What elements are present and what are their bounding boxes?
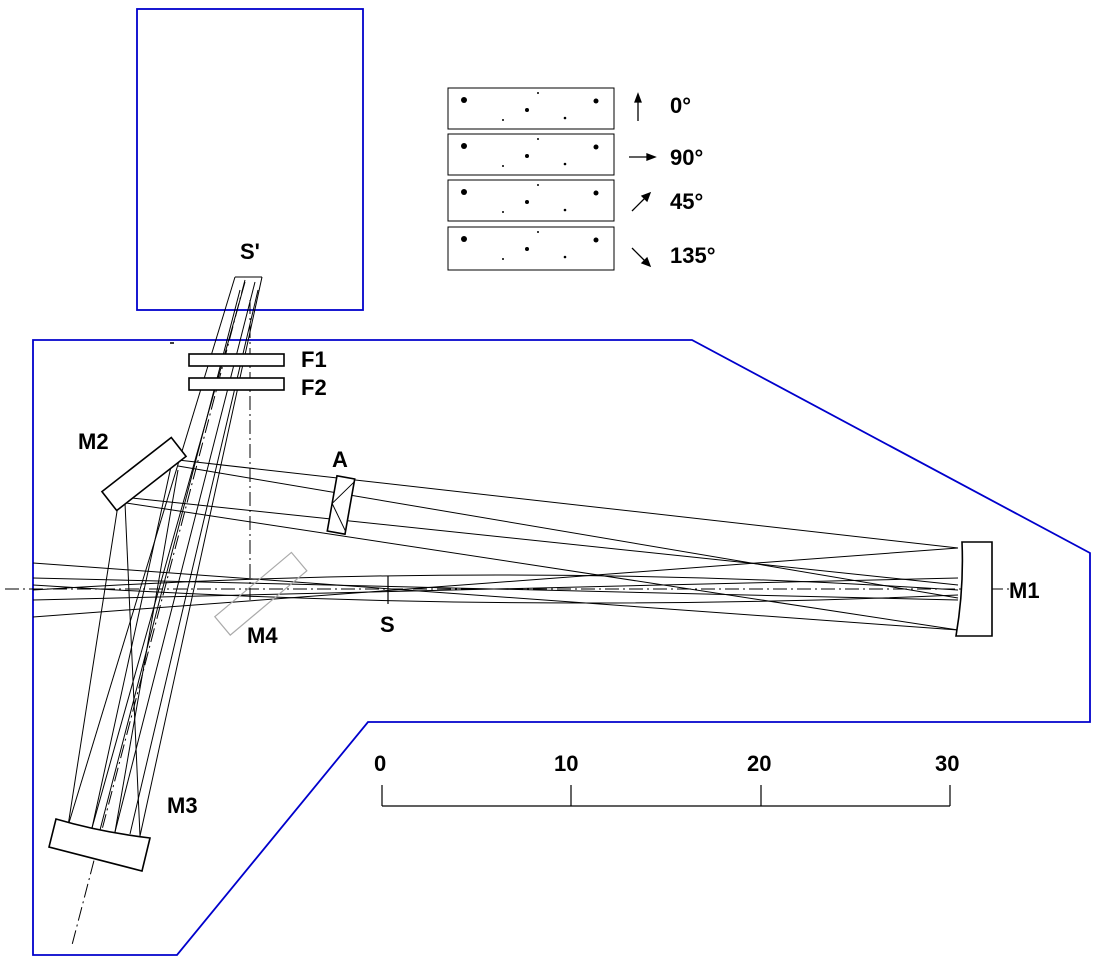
label-m1: M1 [1009,578,1040,603]
label-s: S [380,612,395,637]
arrow-down-right-icon [631,247,652,268]
mirror-m3 [48,817,151,872]
filter-f2 [188,377,285,391]
optical-axes [5,279,1010,946]
label-a: A [332,447,348,472]
polarization-panels [447,87,615,271]
scale-tick-label: 10 [554,751,578,776]
angle-label-0: 0° [670,93,691,118]
angle-label-90: 90° [670,145,703,170]
arrow-up-icon [634,92,642,121]
polarization-panel [447,133,615,176]
fold-mirror-m4 [213,551,308,636]
mirror-m1 [955,541,993,637]
angle-label-135: 135° [670,243,716,268]
light-rays [32,276,959,837]
arrow-right-icon [629,153,657,161]
camera-housing-outline [136,8,364,311]
mirror-m2 [100,436,188,512]
label-m4: M4 [247,623,278,648]
label-s-prime: S' [240,239,260,264]
scale-tick-label: 0 [374,751,386,776]
label-m2: M2 [78,429,109,454]
analyzer-a [326,474,356,536]
label-f2: F2 [301,375,327,400]
filter-f1 [188,353,285,367]
polarization-panel [447,179,615,222]
scale-bar [381,785,951,807]
scale-tick-label: 30 [935,751,959,776]
polarization-arrows [629,92,657,268]
arrow-up-right-icon [631,191,652,212]
scale-tick-label: 20 [747,751,771,776]
polarization-panel [447,87,615,130]
instrument-enclosure-outline [32,339,1091,956]
polarization-panel [447,226,615,271]
angle-label-45: 45° [670,189,703,214]
label-f1: F1 [301,347,327,372]
label-m3: M3 [167,793,198,818]
